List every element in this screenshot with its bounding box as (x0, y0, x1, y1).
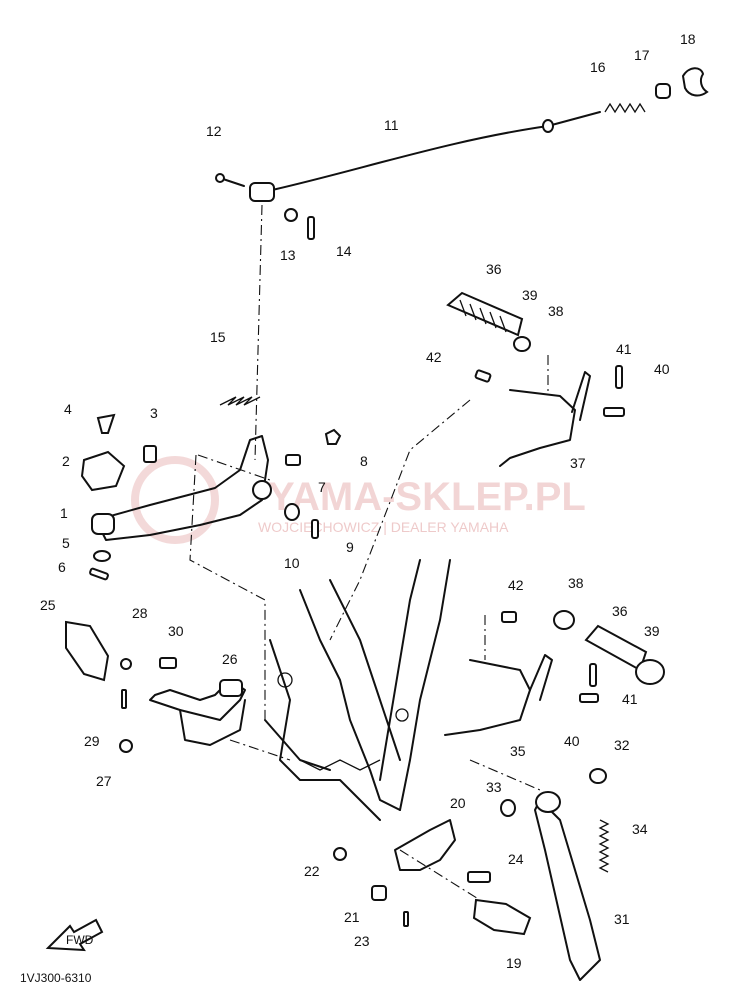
callout-2: 2 (62, 453, 70, 469)
callout-6: 6 (58, 559, 66, 575)
callout-41b: 41 (622, 691, 638, 707)
watermark: YAMA-SKLEP.PL WOJCIECHOWICZ | DEALER YAM… (131, 456, 586, 544)
callout-39b: 39 (644, 623, 660, 639)
watermark-brand: YAMA-SKLEP.PL (268, 475, 586, 519)
callout-42: 42 (426, 349, 442, 365)
callout-32: 32 (614, 737, 630, 753)
callout-16: 16 (590, 59, 606, 75)
return-spring (219, 396, 261, 406)
callout-39: 39 (522, 287, 538, 303)
callout-36b: 36 (612, 603, 628, 619)
callout-15: 15 (210, 329, 226, 345)
callout-29: 29 (84, 733, 100, 749)
callout-40b: 40 (564, 733, 580, 749)
callout-26: 26 (222, 651, 238, 667)
callout-20: 20 (450, 795, 466, 811)
pillion-footrest-lower (444, 610, 665, 736)
frame (264, 559, 451, 821)
callout-22: 22 (304, 863, 320, 879)
callout-31: 31 (614, 911, 630, 927)
callout-18: 18 (680, 31, 696, 47)
callout-42b: 42 (508, 577, 524, 593)
callout-23: 23 (354, 933, 370, 949)
callout-41: 41 (616, 341, 632, 357)
callout-11: 11 (384, 117, 399, 133)
callout-27: 27 (96, 773, 112, 789)
adjuster-bracket (80, 450, 126, 492)
callout-3: 3 (150, 405, 158, 421)
pillion-footrest-upper (446, 291, 625, 467)
callout-7: 7 (318, 479, 326, 495)
callout-1: 1 (60, 505, 68, 521)
callout-37: 37 (570, 455, 586, 471)
right-footrest (333, 819, 532, 936)
callout-19: 19 (506, 955, 522, 971)
callout-36: 36 (486, 261, 502, 277)
callouts: 1 2 3 4 5 6 7 8 9 10 11 12 13 14 15 16 1… (40, 31, 696, 971)
callout-17: 17 (634, 47, 650, 63)
callout-8: 8 (360, 453, 368, 469)
watermark-tagline: WOJCIECHOWICZ | DEALER YAMAHA (258, 519, 509, 535)
callout-33: 33 (486, 779, 502, 795)
sidestand (500, 768, 610, 981)
callout-13: 13 (280, 247, 296, 263)
callout-34: 34 (632, 821, 648, 837)
callout-9: 9 (346, 539, 354, 555)
brake-pedal (91, 435, 272, 541)
diagram-code: 1VJ300-6310 (20, 971, 92, 985)
callout-21: 21 (344, 909, 360, 925)
callout-38: 38 (548, 303, 564, 319)
fwd-arrow-icon: FWD (45, 918, 104, 952)
callout-35: 35 (510, 743, 526, 759)
callout-10: 10 (284, 555, 300, 571)
adjuster-parts (604, 67, 709, 114)
callout-28: 28 (132, 605, 148, 621)
fwd-label: FWD (66, 933, 94, 947)
callout-14: 14 (336, 243, 352, 259)
callout-38b: 38 (568, 575, 584, 591)
callout-4: 4 (64, 401, 72, 417)
brake-cable (215, 111, 601, 202)
callout-12: 12 (206, 123, 222, 139)
guide-lines (189, 204, 549, 901)
callout-25: 25 (40, 597, 56, 613)
callout-5: 5 (62, 535, 70, 551)
left-footrest (65, 620, 246, 753)
callout-40: 40 (654, 361, 670, 377)
callout-30: 30 (168, 623, 184, 639)
callout-24: 24 (508, 851, 524, 867)
